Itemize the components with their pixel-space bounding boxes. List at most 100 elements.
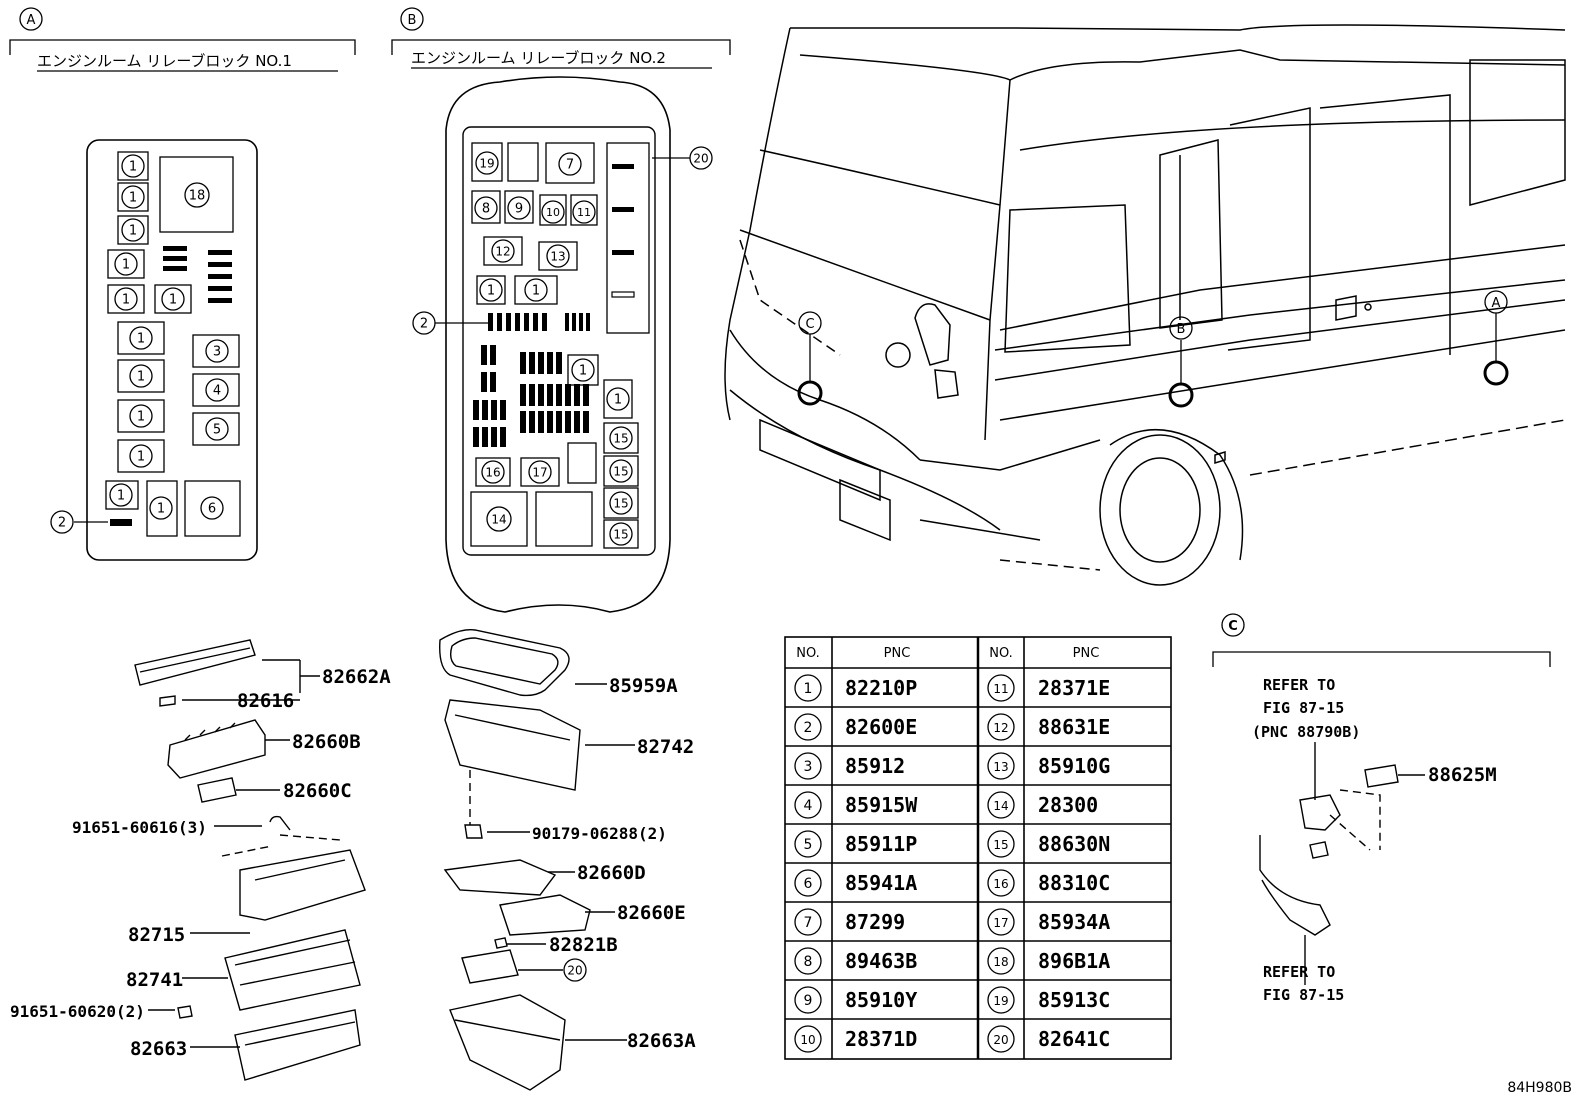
circled-number-marker: 1 [121,218,145,242]
marker-number: 15 [613,464,628,478]
vehicle-callout-c: C [805,317,814,332]
row-number: 4 [804,798,813,814]
pnc-code: 85912 [845,754,905,778]
marker-number: 2 [420,317,428,332]
pnc-table-grid [784,636,1172,1060]
circled-number-marker: 1 [129,326,153,350]
circled-number-marker: 1 [109,483,133,507]
marker-number: 12 [495,244,510,258]
pnc-code: 88310C [1038,871,1110,895]
row-number: 3 [804,759,813,775]
circled-number-marker: 9 [507,196,531,220]
marker-number: 1 [129,191,137,206]
table-row: 3 13 85912 85910G [794,752,1110,780]
row-number: 10 [800,1033,815,1047]
marker-number: 1 [137,332,145,347]
marker-number: 15 [613,431,628,445]
circled-number-marker: 1 [524,278,548,302]
circled-number-marker: 15 [609,522,633,546]
section-b-letter: B [408,13,417,28]
circled-number-marker: 16 [481,460,505,484]
circled-number-marker: 1 [606,387,630,411]
circled-number-marker: 18 [184,182,210,208]
marker-number: 16 [485,465,500,479]
section-b-parts-art [439,629,635,1091]
section-a-marker [19,7,43,31]
pnc-code: 28371E [1038,676,1110,700]
circled-number-marker: 1 [129,444,153,468]
refer-bottom-line1: REFER TO [1263,963,1335,981]
circled-number-marker: 1 [571,358,595,382]
part-82662A: 82662A [322,666,391,688]
row-number: 2 [804,720,813,736]
marker-number: 9 [515,202,523,217]
circled-number-marker: 11 [572,200,596,224]
pnc-code: 85911P [845,832,917,856]
marker-number: 20 [567,963,582,977]
vehicle-drawing [724,24,1566,586]
vehicle-callout-a: A [1492,296,1501,311]
header-pnc-right: PNC [1073,646,1100,661]
part-91651-60616: 91651-60616(3) [72,818,207,837]
part-82742: 82742 [637,736,694,758]
marker-number: 1 [122,293,130,308]
marker-number: 17 [532,465,547,479]
row-number: 17 [993,916,1008,930]
circled-number-marker: 3 [205,339,229,363]
pnc-code: 896B1A [1038,949,1110,973]
row-number: 15 [993,838,1008,852]
section-a-header: A エンジンルーム リレーブロック NO.1 [9,7,356,72]
marker-number: 1 [487,284,495,299]
marker-number: 4 [213,384,221,399]
refer-top-line2: FIG 87-15 [1263,699,1344,717]
circled-number-marker: 17 [528,460,552,484]
marker-number: 8 [482,202,490,217]
pnc-code: 82600E [845,715,917,739]
pnc-code: 85910Y [845,988,917,1012]
marker-number: 11 [577,206,591,219]
section-c-letter: C [1228,619,1238,634]
part-90179-06288: 90179-06288(2) [532,824,667,843]
part-82663: 82663 [130,1038,187,1060]
part-82821B: 82821B [549,934,618,956]
row-number: 19 [993,994,1008,1008]
row-number: 1 [804,681,813,697]
row-number: 13 [993,760,1008,774]
marker-number: 1 [137,450,145,465]
section-b-header: B エンジンルーム リレーブロック NO.2 [391,7,731,69]
circled-number-marker: 15 [609,459,633,483]
marker-number: 18 [189,189,206,204]
vehicle-callout-b: B [1177,322,1186,337]
circled-number-marker: 4 [205,378,229,402]
circled-number-marker: 13 [546,244,570,268]
marker-number: 6 [208,502,216,517]
marker-number: 1 [169,293,177,308]
marker-number: 1 [532,284,540,299]
figure-code: 84H980B [1507,1080,1572,1096]
marker-number: 20 [693,151,708,165]
pnc-code: 85910G [1038,754,1110,778]
circled-number-marker: 12 [491,239,515,263]
pnc-code: 85934A [1038,910,1110,934]
marker-number: 5 [213,423,221,438]
relay-block-2 [435,76,690,613]
pnc-code: 88631E [1038,715,1110,739]
marker-number: 1 [579,364,587,379]
marker-number: 14 [491,512,506,526]
marker-number: 2 [58,516,66,531]
row-number: 8 [804,954,813,970]
section-a-parts-art [134,639,366,1081]
header-no-left: NO. [796,646,820,661]
row-number: 14 [993,799,1008,813]
section-c-marker [1221,613,1245,637]
pnc-code: 87299 [845,910,905,934]
section-a-letter: A [27,13,36,28]
part-82715: 82715 [128,924,185,946]
circled-number-marker: 5 [205,417,229,441]
section-b-marker [400,7,424,31]
circled-number-marker: 2 [50,510,74,534]
row-number: 7 [804,915,813,931]
